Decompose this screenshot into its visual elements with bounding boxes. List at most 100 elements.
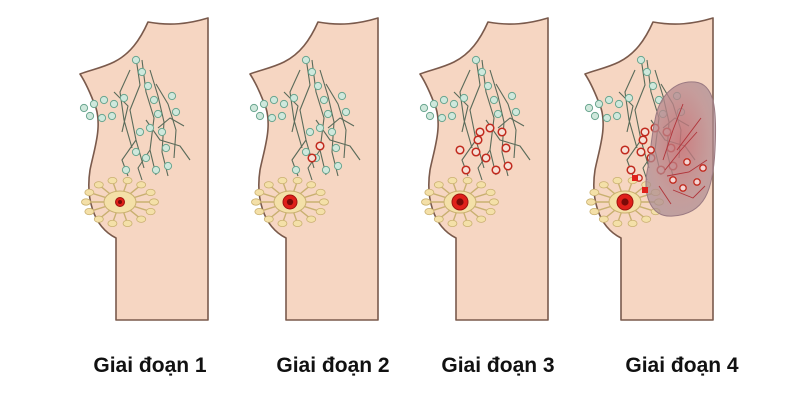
- lymph-vessel: [311, 59, 327, 176]
- lymph-node: [277, 111, 287, 121]
- gland-lobule: [306, 181, 317, 189]
- distant-metastasis: [693, 178, 701, 186]
- lymph-vessel: [289, 69, 303, 149]
- lymph-node: [99, 95, 109, 105]
- tumor: [282, 194, 298, 210]
- lymph-node: [79, 103, 89, 113]
- lymph-node: [419, 103, 429, 113]
- lymph-node: [141, 153, 151, 163]
- lymph-node: [471, 55, 481, 65]
- satellite-lesion: [632, 175, 638, 181]
- lymph-vessel: [157, 117, 185, 129]
- spread-vessel: [658, 185, 672, 205]
- gland-lobule: [485, 207, 496, 216]
- lymph-node: [459, 93, 469, 103]
- mammary-gland: [251, 176, 329, 228]
- lymph-nodes: [249, 55, 351, 175]
- lymph-node: [636, 55, 646, 65]
- metastatic-lymph-node: [503, 161, 513, 171]
- gland-lobule: [107, 176, 118, 185]
- lymph-node: [594, 99, 604, 109]
- metastatic-lymph-node: [497, 127, 507, 137]
- metastatic-lymph-node: [315, 141, 325, 151]
- lymph-node: [289, 93, 299, 103]
- lymph-vessel: [113, 91, 129, 133]
- lymph-vessel: [319, 69, 339, 177]
- lymph-nodes: [79, 55, 181, 175]
- metastatic-lymph-node: [620, 145, 630, 155]
- lymph-node: [323, 109, 333, 119]
- lymph-node: [493, 109, 503, 119]
- stage-1-caption: Giai đoạn 1: [93, 354, 207, 377]
- gland-lobule: [315, 207, 326, 216]
- stage-3-illustration: [419, 17, 549, 321]
- lymph-node: [151, 165, 161, 175]
- lymph-node: [642, 67, 652, 77]
- lymph-node: [584, 103, 594, 113]
- gland-lobule: [612, 176, 623, 185]
- gland-lobule: [447, 219, 458, 228]
- gland-lobule: [424, 188, 435, 197]
- tumor: [616, 193, 634, 211]
- lymph-node: [163, 161, 173, 171]
- metastatic-lymph-node: [638, 135, 648, 145]
- spread-vessel: [664, 131, 698, 171]
- lymph-node: [255, 111, 265, 121]
- lymph-node: [331, 143, 341, 153]
- gland-lobule: [485, 188, 496, 197]
- gland-lobule: [149, 198, 159, 206]
- gland-lobule: [598, 215, 609, 223]
- gland-lobule: [81, 198, 91, 206]
- lymph-node: [614, 99, 624, 109]
- lymph-node: [85, 111, 95, 121]
- gland-lobule: [462, 219, 473, 228]
- lymph-node: [305, 127, 315, 137]
- lymph-vessel: [618, 91, 634, 133]
- lymph-vessel: [489, 69, 509, 177]
- gland-lobule: [598, 181, 609, 189]
- tumor: [451, 193, 469, 211]
- lymph-node: [449, 99, 459, 109]
- lymph-node: [624, 93, 634, 103]
- lymph-node: [447, 111, 457, 121]
- gland-lobule: [277, 176, 288, 185]
- lymph-vessel: [141, 59, 157, 176]
- lymph-vessel: [497, 117, 525, 129]
- stage-4-illustration: [584, 17, 717, 321]
- gland-lobule: [122, 219, 133, 228]
- stage-2-caption: Giai đoạn 2: [276, 354, 390, 377]
- lymph-node: [121, 165, 131, 175]
- lymph-node: [425, 111, 435, 121]
- lymph-node: [157, 127, 167, 137]
- metastatic-lymph-node: [640, 127, 650, 137]
- gland-lobule: [93, 215, 104, 223]
- lymph-node: [313, 81, 323, 91]
- gland-lobule: [136, 215, 147, 223]
- gland-lobule: [433, 215, 444, 223]
- lymph-node: [337, 91, 347, 101]
- gland-lobule: [306, 215, 317, 223]
- lymph-node: [301, 147, 311, 157]
- lymph-node: [137, 67, 147, 77]
- metastatic-lymph-node: [636, 147, 646, 157]
- lymph-node: [107, 111, 117, 121]
- lymph-node: [437, 113, 447, 123]
- tumor: [115, 197, 125, 207]
- lymph-node: [259, 99, 269, 109]
- gland-lobule: [627, 219, 638, 228]
- tumor-core: [286, 198, 294, 206]
- metastatic-lymph-node: [461, 165, 471, 175]
- metastatic-lymph-node: [475, 127, 485, 137]
- lymph-node: [153, 109, 163, 119]
- gland-lobule: [251, 198, 261, 206]
- gland-lobule: [107, 219, 118, 228]
- lymph-node: [429, 99, 439, 109]
- lymph-node: [135, 127, 145, 137]
- distant-metastasis: [699, 164, 707, 172]
- stage-3-caption: Giai đoạn 3: [441, 354, 555, 377]
- lymph-node: [119, 93, 129, 103]
- gland-lobule: [254, 207, 265, 216]
- spread-vessel: [662, 103, 684, 161]
- torso-outline: [419, 17, 549, 321]
